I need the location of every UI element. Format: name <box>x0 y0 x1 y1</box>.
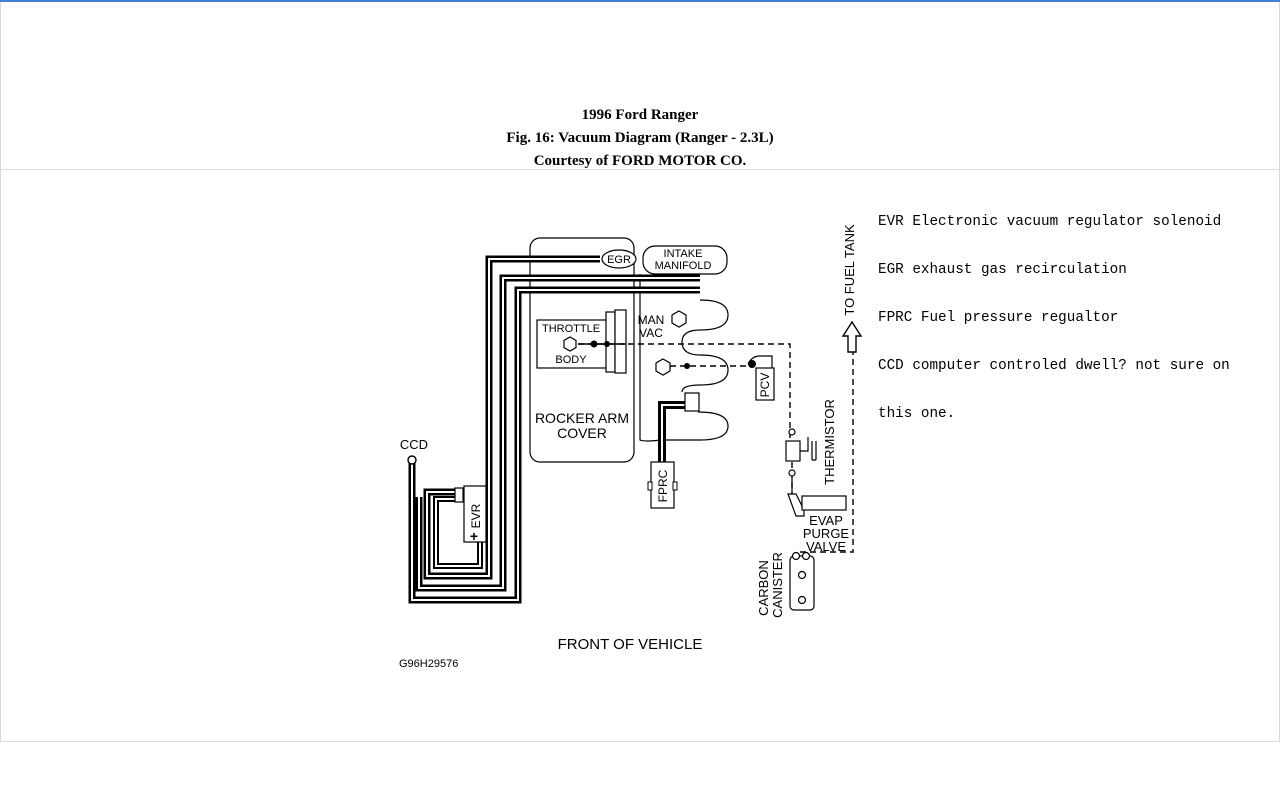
diagram-code: G96H29576 <box>399 658 458 670</box>
evap-label-2: PURGE <box>803 526 850 541</box>
svg-text:+: + <box>470 528 478 544</box>
thermistor-label: THERMISTOR <box>822 399 837 485</box>
evap-label-1: EVAP <box>809 513 843 528</box>
evap-purge-valve <box>801 495 847 511</box>
rocker-arm-label-1: ROCKER ARM <box>535 410 629 426</box>
fuel-tank-label: TO FUEL TANK <box>842 224 857 316</box>
figure-title: 1996 Ford Ranger <box>581 107 699 123</box>
body-label: BODY <box>555 354 587 366</box>
window-top-border <box>0 0 1280 2</box>
figure-courtesy: Courtesy of FORD MOTOR CO. <box>533 153 747 169</box>
intake-manifold-label-1: INTAKE <box>664 248 703 260</box>
intake-manifold-label-2: MANIFOLD <box>655 260 712 272</box>
manifold-runner-outline <box>681 299 729 393</box>
frame-left-border <box>0 2 1 742</box>
rocker-arm-label-2: COVER <box>557 425 607 441</box>
ccd-port-icon <box>407 455 417 465</box>
header-divider <box>0 169 1280 170</box>
legend-notes: EVR Electronic vacuum regulator solenoid… <box>878 182 1273 438</box>
note-egr: EGR exhaust gas recirculation <box>878 262 1127 278</box>
egr-valve <box>601 249 637 269</box>
manifold-vacuum-label-1: MAN <box>638 313 665 327</box>
figure-header: 1996 Ford Ranger Fig. 16: Vacuum Diagram… <box>380 104 900 173</box>
footer-divider <box>0 741 1280 742</box>
fprc-label: FPRC <box>656 469 670 502</box>
pcv-port-icon <box>655 358 671 376</box>
figure-caption: Fig. 16: Vacuum Diagram (Ranger - 2.3L) <box>506 130 774 146</box>
dashed-vacuum-lines <box>578 343 854 553</box>
engine-block-outline <box>529 237 635 463</box>
note-ccd-continued: this one. <box>878 406 956 422</box>
ccd-label: CCD <box>400 437 428 452</box>
vacuum-hoses <box>408 255 700 604</box>
canister-label: CANISTER <box>770 552 785 618</box>
note-fprc: FPRC Fuel pressure regualtor <box>878 310 1119 326</box>
note-evr: EVR Electronic vacuum regulator solenoid <box>878 214 1222 230</box>
throttle-label: THROTTLE <box>542 323 600 335</box>
thermistor <box>785 440 801 462</box>
evr-solenoid <box>463 485 487 543</box>
pcv-label: PCV <box>758 373 772 398</box>
intake-manifold-outline <box>642 245 728 275</box>
note-ccd: CCD computer controled dwell? not sure o… <box>878 358 1230 374</box>
egr-label: EGR <box>607 254 631 266</box>
manifold-vacuum-port-icon <box>671 310 687 328</box>
manifold-vacuum-label-2: VAC <box>639 326 663 340</box>
carbon-label: CARBON <box>756 560 771 616</box>
throttle-vacuum-port-icon <box>563 336 577 352</box>
front-of-vehicle-label: FRONT OF VEHICLE <box>558 636 703 653</box>
pcv-valve <box>755 367 775 401</box>
evr-label: EVR <box>469 503 483 528</box>
arrow-up-icon <box>841 320 863 353</box>
evap-label-3: VALVE <box>806 539 846 554</box>
